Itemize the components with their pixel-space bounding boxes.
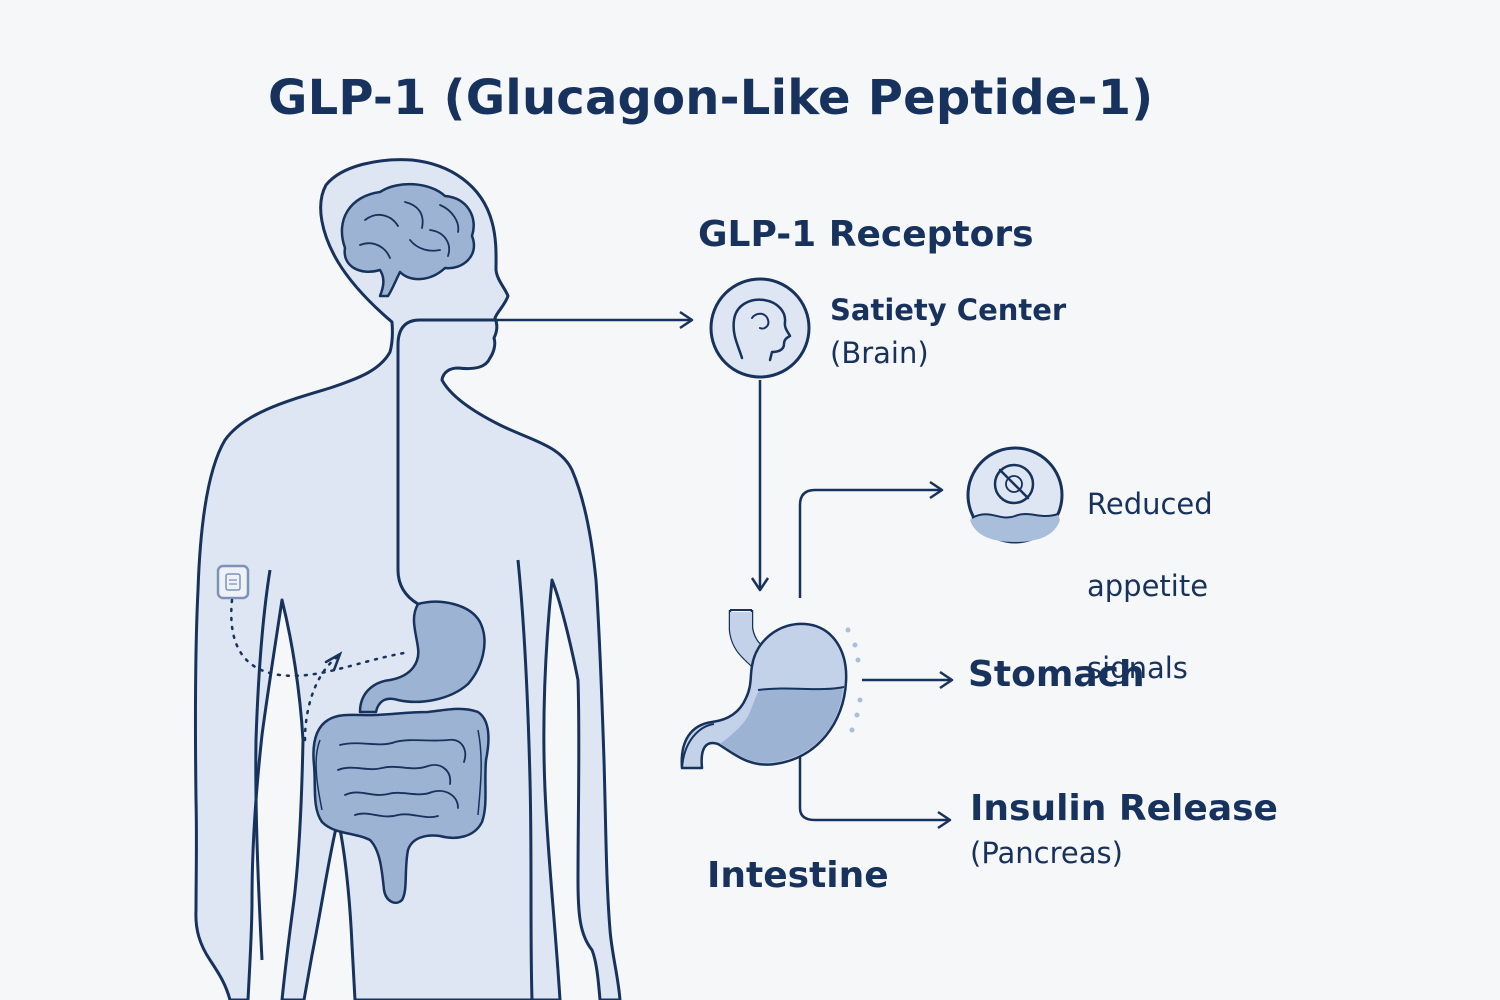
body-intestines (312, 707, 490, 904)
reduced-appetite-label: Reduced appetite signals (1087, 443, 1213, 730)
connector-stomach-to-appetite (798, 480, 944, 598)
insulin-release-label: Insulin Release (970, 788, 1278, 829)
body-stomach (358, 600, 486, 714)
right-arm-inner-edge (516, 559, 534, 1000)
no-food-icon (966, 446, 1064, 544)
esophagus (396, 318, 495, 606)
injection-patch-icon (216, 564, 250, 600)
left-arm-inner-edge (254, 569, 272, 961)
page-title: GLP-1 (Glucagon-Like Peptide-1) (268, 70, 1154, 126)
stomach-label: Stomach (968, 654, 1145, 695)
reduced-appetite-line-3: signals (1087, 651, 1188, 685)
reduced-appetite-line-1: Reduced (1087, 487, 1213, 521)
reduced-appetite-line-2: appetite (1087, 569, 1209, 603)
connector-body-to-satiety (495, 310, 694, 330)
human-body (193, 158, 622, 1000)
connector-stomach-to-label (862, 670, 954, 690)
satiety-center-sublabel: (Brain) (830, 336, 929, 370)
connector-satiety-to-stomach (750, 380, 770, 592)
head-profile-icon (709, 277, 811, 379)
brain-icon (340, 182, 476, 298)
body-outline (193, 158, 622, 1000)
insulin-release-sublabel: (Pancreas) (970, 836, 1123, 870)
connector-stomach-to-insulin (798, 728, 952, 830)
injection-pathway (230, 598, 412, 742)
satiety-center-label: Satiety Center (830, 293, 1067, 327)
stomach-illustration (680, 609, 863, 770)
intestine-label: Intestine (707, 855, 889, 896)
receptors-heading: GLP-1 Receptors (698, 214, 1034, 255)
